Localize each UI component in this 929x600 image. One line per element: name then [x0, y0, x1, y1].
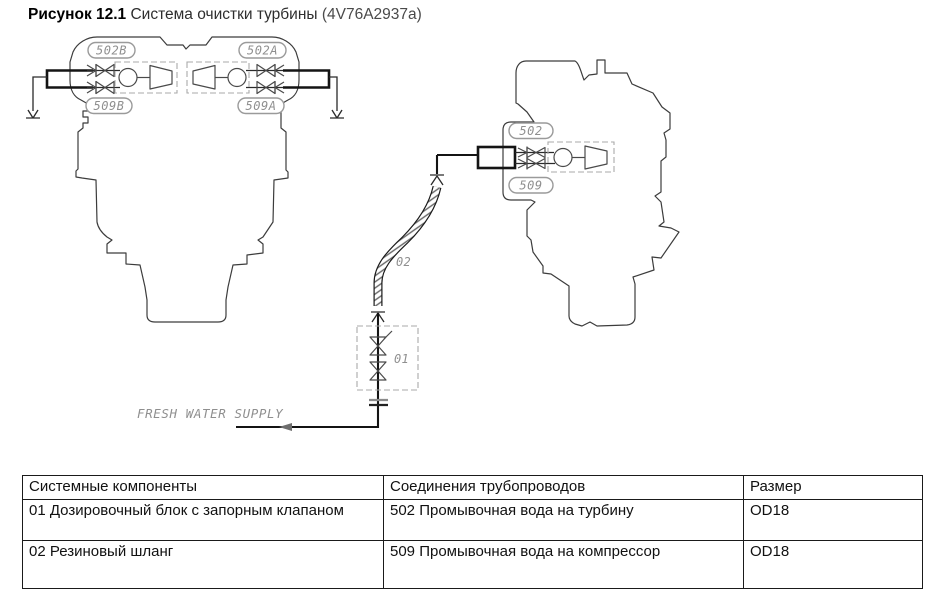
turbo-dashed-box: [547, 141, 615, 173]
valve-icons-502A-509A: [256, 63, 285, 95]
compressor-circle: [118, 67, 138, 88]
connection-arrow-icon: [274, 64, 285, 77]
compressor-circle: [227, 67, 247, 88]
right-engine-outline: [502, 59, 680, 327]
fresh-water-supply-label: FRESH WATER SUPPLY: [137, 406, 284, 421]
cell-connection: 509 Промывочная вода на компрессор: [383, 540, 744, 589]
turbine-trapezoid: [192, 64, 216, 90]
svg-text:509B: 509B: [94, 99, 125, 113]
header-pipe-connections: Соединения трубопроводов: [383, 475, 744, 500]
port-label-509B: 509B: [85, 97, 133, 115]
cell-component: 02 Резиновый шланг: [22, 540, 384, 589]
turbine-trapezoid: [149, 64, 173, 90]
header-size: Размер: [743, 475, 923, 500]
figure-number: Рисунок 12.1: [28, 6, 127, 23]
right-engine: 502 509: [430, 59, 680, 327]
flow-arrow-icon: [279, 423, 292, 431]
figure-caption: Рисунок 12.1 Система очистки турбины (4V…: [28, 6, 422, 24]
flange-icon: [369, 398, 388, 407]
port-label-509: 509: [508, 176, 554, 194]
port-label-502A: 502A: [238, 41, 287, 59]
turbo-dashed-box: [114, 61, 178, 94]
components-table-wrap: Системные компоненты Соединения трубопро…: [22, 475, 923, 589]
valve-icon: [95, 80, 115, 95]
valve-icons-502B-509B: [86, 63, 115, 95]
dosing-block: 01: [356, 325, 419, 391]
up-arrow-icon: [430, 174, 444, 186]
svg-text:502A: 502A: [247, 44, 278, 58]
port-label-502: 502: [508, 122, 554, 140]
dosing-item-label: 01: [394, 352, 409, 366]
right-manifold-pipe: [283, 69, 344, 119]
valve-icon: [526, 157, 546, 170]
cell-size: OD18: [743, 540, 923, 589]
left-drain-arrow-icon: [26, 109, 40, 119]
cell-connection: 502 Промывочная вода на турбину: [383, 499, 744, 541]
figure-code: (4V76A2937a): [321, 6, 422, 23]
cell-component: 01 Дозировочный блок с запорным клапаном: [22, 499, 384, 541]
compressor-circle: [553, 147, 573, 168]
table-header-row: Системные компоненты Соединения трубопро…: [22, 475, 923, 500]
left-turbocharger: [114, 61, 178, 94]
valve-icons-502-509: [517, 146, 546, 170]
turbo-dashed-box: [186, 61, 250, 94]
shutoff-valve-icon: [369, 361, 387, 381]
svg-text:502B: 502B: [96, 44, 127, 58]
supply-piping: 02 01 FRESH WATER SUPPLY: [137, 185, 442, 431]
valve-handle-icon: [383, 330, 393, 340]
right-engine-turbocharger: [547, 141, 615, 173]
turbine-trapezoid: [584, 145, 608, 170]
valve-icon: [95, 63, 115, 78]
valve-icon: [526, 146, 546, 159]
svg-text:502: 502: [519, 124, 542, 138]
svg-text:509: 509: [519, 179, 542, 193]
dosing-dashed-box: [356, 325, 419, 391]
port-label-502B: 502B: [87, 41, 136, 59]
right-turbocharger: [186, 61, 250, 94]
feed-manifold-pipe: [430, 145, 517, 186]
table-row: 02 Резиновый шланг 509 Промывочная вода …: [22, 540, 923, 589]
rubber-hose: [373, 185, 442, 306]
right-drain-arrow-icon: [330, 109, 344, 119]
header-system-components: Системные компоненты: [22, 475, 384, 500]
left-engine-outline: [69, 36, 300, 323]
cell-size: OD18: [743, 499, 923, 541]
components-table: Системные компоненты Соединения трубопро…: [22, 475, 923, 589]
left-manifold-pipe: [26, 69, 93, 119]
shutoff-valve-icon: [369, 336, 387, 356]
left-engine: 502B 502A 509B 509A: [26, 36, 344, 323]
table-row: 01 Дозировочный блок с запорным клапаном…: [22, 499, 923, 541]
figure-title: Система очистки турбины: [130, 6, 318, 23]
connection-arrow-icon: [274, 81, 285, 94]
port-label-509A: 509A: [237, 97, 285, 115]
svg-text:509A: 509A: [246, 99, 277, 113]
hose-item-label: 02: [396, 255, 411, 269]
